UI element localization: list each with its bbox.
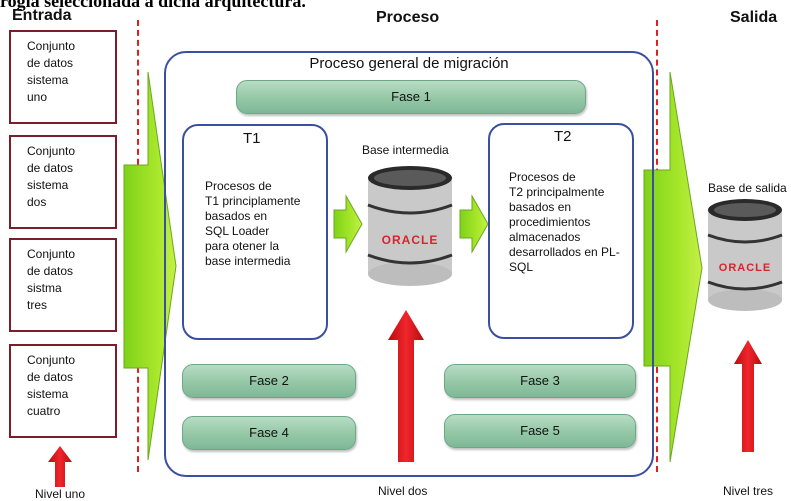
source-line: sistma (27, 281, 62, 295)
fase-3: Fase 3 (444, 364, 636, 398)
t1-description: Procesos de T1 principlamente basados en… (205, 179, 300, 269)
proceso-frame (164, 51, 654, 477)
cutoff-caption: rogía seleccionada a dicha arquitectura. (0, 0, 306, 11)
source-box-3: Conjunto de datos sistma tres (9, 238, 117, 332)
t1-line: base intermedia (205, 254, 291, 268)
source-line: de datos (27, 370, 74, 384)
t2-description: Procesos de T2 principalmente basados en… (509, 170, 620, 275)
db-intermedia-label: Base intermedia (362, 143, 449, 157)
source-line: dos (27, 195, 47, 209)
t1-line: para otener la (205, 239, 280, 253)
t1-title: T1 (243, 130, 261, 147)
header-proceso: Proceso (376, 9, 440, 26)
database-salida-icon (707, 199, 783, 311)
nivel-dos-arrow (388, 310, 424, 462)
source-line: tres (27, 298, 48, 312)
fase-4: Fase 4 (182, 416, 356, 450)
t1-line: T1 principlamente (205, 194, 301, 208)
source-line: uno (27, 90, 48, 104)
t1-line: basados en (205, 209, 268, 223)
header-entrada: Entrada (12, 7, 72, 24)
nivel-tres-label: Nivel tres (723, 484, 774, 498)
input-arrow (123, 71, 177, 461)
source-line: Conjunto (27, 353, 76, 367)
source-box-1: Conjunto de datos sistema uno (9, 30, 117, 124)
nivel-uno-arrow (48, 446, 72, 487)
fase-2: Fase 2 (182, 364, 356, 398)
t1-box (182, 124, 328, 340)
nivel-uno-label: Nivel uno (35, 487, 86, 501)
t2-line: almacenados (509, 230, 581, 244)
fase-5: Fase 5 (444, 414, 636, 448)
source-line: Conjunto (27, 247, 76, 261)
source-line: sistema (27, 387, 69, 401)
db-salida-label: Base de salida (708, 181, 787, 195)
proceso-title: Proceso general de migración (309, 55, 509, 72)
t1-line: Procesos de (205, 179, 272, 193)
source-line: sistema (27, 73, 69, 87)
source-box-2: Conjunto de datos sistema dos (9, 135, 117, 229)
t2-box (488, 123, 634, 339)
source-line: de datos (27, 161, 74, 175)
nivel-dos-label: Nivel dos (378, 484, 428, 498)
nivel-tres-arrow (734, 340, 762, 452)
output-arrow (643, 71, 703, 463)
source-box-4: Conjunto de datos sistema cuatro (9, 344, 117, 438)
source-line: Conjunto (27, 39, 76, 53)
t2-line: procedimientos (509, 215, 591, 229)
t2-line: T2 principalmente (509, 185, 605, 199)
source-line: de datos (27, 56, 74, 70)
oracle-logo-out: ORACLE (718, 262, 772, 274)
t2-line: basados en (509, 200, 572, 214)
source-line: de datos (27, 264, 74, 278)
db-to-t2-arrow (459, 194, 489, 254)
oracle-logo-mid: ORACLE (381, 233, 439, 247)
header-salida: Salida (730, 9, 778, 26)
database-intermedia-icon (367, 166, 453, 286)
t1-to-db-arrow (333, 194, 363, 254)
t1-line: SQL Loader (205, 224, 270, 238)
source-line: Conjunto (27, 144, 76, 158)
t2-line: SQL (509, 260, 534, 274)
source-line: cuatro (27, 404, 61, 418)
t2-line: Procesos de (509, 170, 576, 184)
source-line: sistema (27, 178, 69, 192)
t2-title: T2 (554, 128, 572, 145)
t2-line: desarrollados en PL- (509, 245, 620, 259)
fase-1: Fase 1 (236, 80, 586, 114)
